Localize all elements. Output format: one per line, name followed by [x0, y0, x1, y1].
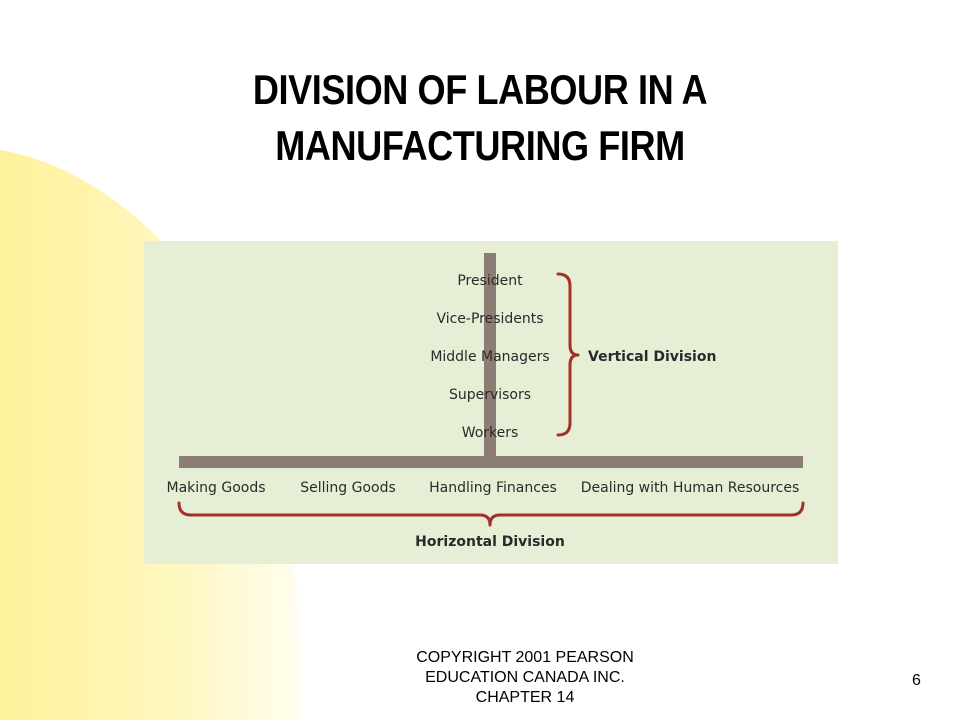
horizontal-brace [177, 501, 805, 527]
horizontal-division-label: Horizontal Division [415, 534, 565, 550]
function-handling-finances: Handling Finances [429, 480, 557, 496]
function-dealing-with-human-resources: Dealing with Human Resources [581, 480, 800, 496]
title-line-1: DIVISION OF LABOUR IN A [252, 66, 708, 113]
page-number: 6 [912, 672, 921, 689]
horizontal-axis-bar [179, 456, 803, 468]
slide-title: DIVISION OF LABOUR IN A MANUFACTURING FI… [67, 62, 893, 174]
level-supervisors: Supervisors [449, 387, 531, 403]
footer-line-2: EDUCATION CANADA INC. [425, 669, 625, 686]
title-line-2: MANUFACTURING FIRM [275, 122, 685, 169]
vertical-axis-bar [484, 253, 496, 463]
footer-line-3: CHAPTER 14 [475, 689, 575, 706]
function-selling-goods: Selling Goods [300, 480, 396, 496]
footer-line-1: COPYRIGHT 2001 PEARSON [416, 649, 634, 666]
division-of-labour-diagram: President Vice-Presidents Middle Manager… [144, 241, 838, 564]
level-president: President [457, 273, 523, 289]
vertical-division-label: Vertical Division [588, 349, 716, 365]
function-making-goods: Making Goods [166, 480, 265, 496]
slide-footer: COPYRIGHT 2001 PEARSON EDUCATION CANADA … [380, 648, 670, 708]
level-workers: Workers [462, 425, 519, 441]
level-vice-presidents: Vice-Presidents [436, 311, 543, 327]
level-middle-managers: Middle Managers [430, 349, 549, 365]
vertical-brace [556, 272, 580, 437]
